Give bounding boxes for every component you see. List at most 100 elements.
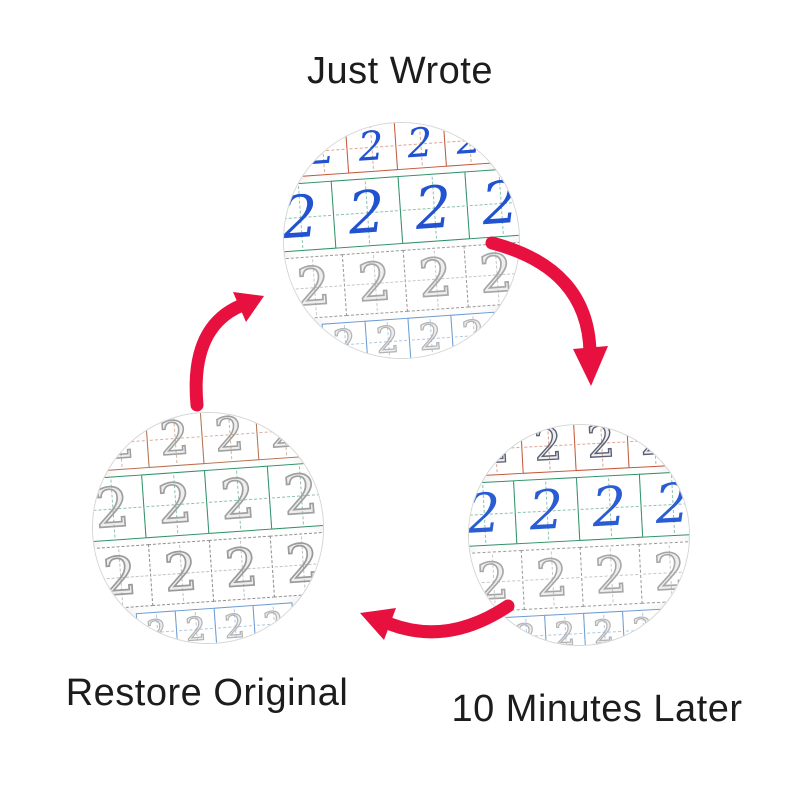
digit-solid: 2 — [479, 167, 520, 238]
grid-cell: 2 — [266, 461, 323, 530]
digit-outline: 2 — [638, 424, 670, 466]
grid-cell: 2 — [93, 474, 147, 543]
grid-cell: 2 — [625, 424, 683, 469]
digit-outline: 2 — [477, 242, 516, 306]
digit-outline: 2 — [331, 321, 358, 359]
grid-cell: 2 — [396, 170, 470, 244]
grid-cell: 2 — [330, 175, 403, 249]
label-ten-minutes-later: 10 Minutes Later — [451, 688, 743, 730]
grid-cell: 2 — [283, 180, 336, 253]
grid-cell: 2 — [141, 470, 210, 539]
digit-outline: 2 — [145, 612, 169, 644]
grid-cell: 2 — [341, 249, 408, 316]
grid-cell: 2 — [147, 539, 215, 607]
digit-outline: 2 — [374, 318, 401, 359]
arrow-top-to-right-head-icon — [573, 346, 608, 386]
grid-cell: 2 — [463, 166, 520, 239]
grid-cell: 2 — [252, 602, 296, 644]
digit-solid: 2 — [527, 477, 566, 543]
grid-cell: 2 — [269, 531, 323, 598]
grid-cell: 2 — [144, 412, 205, 468]
arrow-left-to-top — [189, 292, 264, 412]
grid-cell: 2 — [520, 546, 584, 610]
grid-cell: 2 — [135, 610, 179, 644]
grid-cell: 2 — [199, 412, 260, 465]
arrow-left-to-top-curve — [189, 299, 247, 412]
digit-outline: 2 — [416, 246, 455, 310]
digit-outline: 2 — [283, 533, 322, 597]
digit-outline: 2 — [218, 466, 258, 533]
grid-cell: 2 — [441, 123, 496, 167]
grid-cell: 2 — [544, 612, 587, 646]
digit-outline: 2 — [593, 545, 629, 606]
grid-cell: 2 — [93, 413, 150, 472]
grid-cell: 2 — [519, 424, 577, 474]
grid-cell: 2 — [363, 317, 411, 359]
digit-solid: 2 — [345, 176, 388, 248]
digit-outline: 2 — [460, 312, 487, 356]
digit-outline: 2 — [212, 412, 247, 463]
label-restore-original: Restore Original — [65, 672, 349, 714]
grid-cell: 2 — [402, 245, 469, 312]
digit-outline: 2 — [101, 545, 140, 609]
digit-solid: 2 — [468, 481, 503, 546]
grid-cell: 2 — [579, 543, 643, 607]
digit-outline: 2 — [585, 424, 617, 469]
digit-outline: 2 — [553, 614, 577, 646]
grid-cell: 2 — [468, 480, 518, 548]
digit-outline: 2 — [514, 616, 538, 646]
label-just-wrote: Just Wrote — [307, 50, 493, 92]
grid-cell: 2 — [638, 540, 689, 604]
digit-outline: 2 — [262, 603, 286, 644]
grid-cell: 2 — [469, 425, 524, 477]
digit-solid: 2 — [590, 474, 629, 540]
arrow-left-to-top-head-icon — [233, 292, 264, 322]
grid-cell: 2 — [295, 123, 349, 177]
digit-outline: 2 — [184, 609, 208, 644]
grid-cell: 2 — [213, 605, 257, 644]
digit-outline: 2 — [532, 424, 564, 472]
grid-cell: 2 — [254, 412, 315, 461]
digit-outline: 2 — [223, 606, 247, 644]
digit-outline: 2 — [652, 542, 688, 603]
digit-outline: 2 — [534, 548, 570, 609]
grid-cell: 2 — [203, 465, 273, 534]
grid-cell: 2 — [622, 608, 665, 645]
grid-cell: 2 — [208, 535, 276, 602]
grid-cell: 2 — [449, 311, 497, 358]
digit-solid: 2 — [653, 471, 690, 536]
digit-solid: 2 — [356, 122, 386, 171]
digit-outline: 2 — [157, 412, 192, 467]
grid-cell: 2 — [174, 607, 218, 644]
grid-cell: 2 — [284, 253, 347, 320]
grid-cell: 2 — [583, 610, 626, 645]
digit-outline: 2 — [355, 251, 394, 315]
digit-outline: 2 — [267, 412, 301, 459]
digit-outline: 2 — [155, 470, 195, 537]
grid-cell: 2 — [406, 314, 454, 358]
arrow-right-to-left-head-icon — [360, 608, 396, 640]
digit-solid: 2 — [412, 171, 455, 243]
grid-cell: 2 — [513, 477, 581, 545]
digit-outline: 2 — [475, 551, 511, 612]
grid-cell: 2 — [462, 240, 519, 308]
grid-cell: 2 — [469, 550, 525, 614]
grid-cell: 2 — [638, 470, 690, 538]
digit-solid: 2 — [283, 181, 321, 252]
grid-cell: 2 — [572, 424, 630, 472]
digit-solid: 2 — [307, 125, 337, 174]
